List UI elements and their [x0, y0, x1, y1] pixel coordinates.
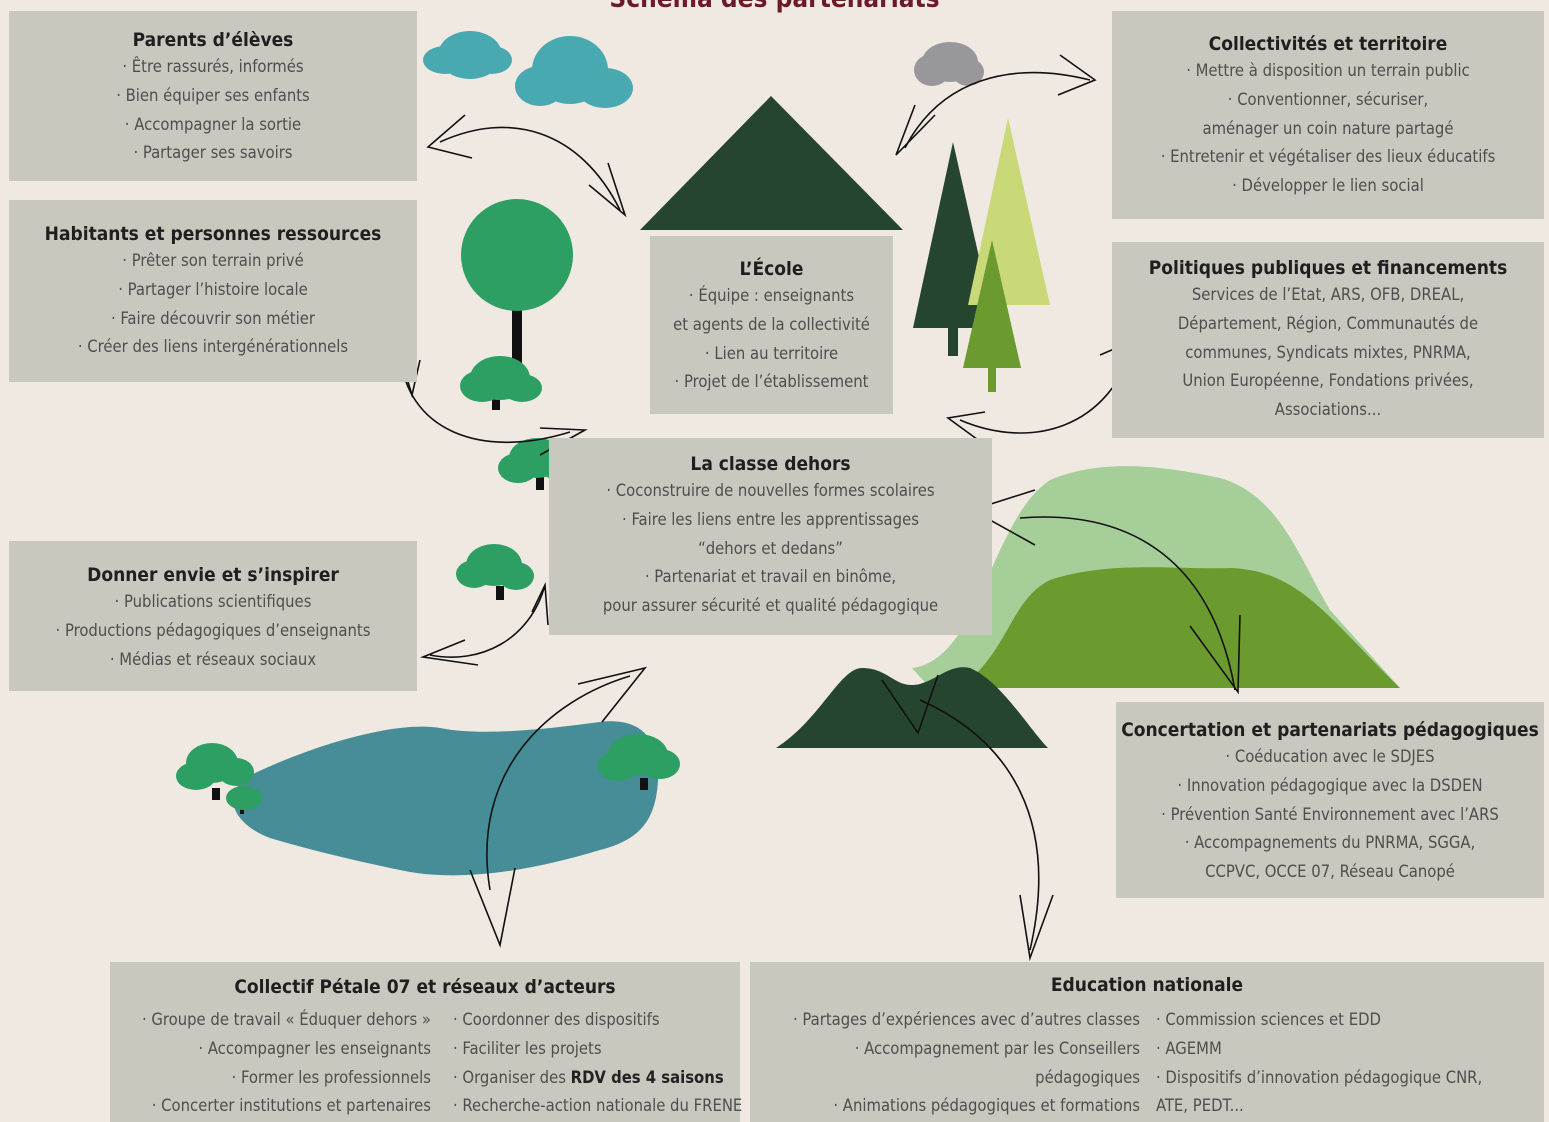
lake — [233, 721, 659, 876]
list-item: · Accompagnement par les Conseillers — [854, 1038, 1140, 1058]
list-item: · Concerter institutions et partenaires — [151, 1096, 431, 1116]
list-item: et agents de la collectivité — [673, 314, 870, 334]
list-item: · Développer le lien social — [1232, 176, 1424, 196]
list-item: · Accompagner la sortie — [124, 114, 302, 134]
list-item: · Coéducation avec le SDJES — [1225, 747, 1435, 766]
petale-right-column: · Coordonner des dispositifs · Faciliter… — [453, 1006, 742, 1121]
list-item: · Publications scientifiques — [114, 592, 312, 611]
list-item: · Dispositifs d’innovation pédagogique C… — [1156, 1067, 1483, 1087]
list-item: Associations... — [1274, 400, 1382, 420]
box-heading: Politiques publiques et financements — [1148, 257, 1508, 279]
list-item: · Innovation pédagogique avec la DSDEN — [1177, 775, 1483, 795]
school-roof — [640, 96, 903, 230]
list-item: · Lien au territoire — [704, 343, 839, 363]
box-heading: Education nationale — [1050, 974, 1244, 996]
list-item: · Créer des liens intergénérationnels — [77, 337, 349, 357]
box-heading: Habitants et personnes ressources — [44, 223, 382, 245]
list-item: · Conventionner, sécuriser, — [1227, 89, 1429, 109]
list-item: · AGEMM — [1156, 1038, 1222, 1058]
box-petale: Collectif Pétale 07 et réseaux d’acteurs… — [110, 962, 742, 1122]
list-item: · Organiser des RDV des 4 saisons — [453, 1064, 742, 1093]
list-item: Services de l’Etat, ARS, OFB, DREAL, — [1191, 285, 1465, 304]
box-collectivites: Collectivités et territoire · Mettre à d… — [1112, 11, 1544, 219]
list-item: ATE, PEDT... — [1156, 1096, 1244, 1116]
list-item: pour assurer sécurité et qualité pédagog… — [602, 596, 939, 616]
rdv-highlight: RDV des 4 saisons — [570, 1067, 724, 1087]
diagram-title: Schéma des partenariats — [0, 0, 1549, 16]
box-heading: Collectif Pétale 07 et réseaux d’acteurs — [234, 976, 616, 998]
box-heading: Collectivités et territoire — [1208, 33, 1448, 55]
list-item: · Faire découvrir son métier — [110, 308, 315, 328]
list-item: · Prévention Santé Environnement avec l’… — [1161, 804, 1499, 824]
box-heading: L’École — [739, 258, 804, 280]
box-heading: Donner envie et s’inspirer — [87, 564, 339, 586]
conifer-trees — [913, 118, 1050, 392]
list-item: aménager un coin nature partagé — [1202, 118, 1454, 138]
list-item: · Équipe : enseignants — [688, 286, 855, 305]
list-item: · Faire les liens entre les apprentissag… — [622, 509, 919, 529]
list-item: · Accompagner les enseignants — [198, 1038, 431, 1058]
box-parents: Parents d’élèves · Être rassurés, inform… — [9, 11, 417, 181]
list-item: · Mettre à disposition un terrain public — [1186, 61, 1470, 80]
education-right-column: · Commission sciences et EDD · AGEMM · D… — [1156, 1006, 1482, 1121]
list-item: · Animations pédagogiques et formations — [833, 1096, 1140, 1116]
box-concertation: Concertation et partenariats pédagogique… — [1116, 702, 1544, 898]
list-item: · Commission sciences et EDD — [1156, 1010, 1381, 1029]
petale-left-column: · Groupe de travail « Éduquer dehors » ·… — [110, 1006, 431, 1121]
list-item: · Médias et réseaux sociaux — [109, 649, 317, 669]
list-item: · Partenariat et travail en binôme, — [644, 567, 897, 587]
list-item: · Faciliter les projets — [453, 1038, 602, 1058]
list-item: · Coconstruire de nouvelles formes scola… — [606, 481, 935, 500]
box-habitants: Habitants et personnes ressources · Prêt… — [9, 200, 417, 382]
list-item: communes, Syndicats mixtes, PNRMA, — [1185, 342, 1471, 362]
list-item: · Productions pédagogiques d’enseignants — [55, 620, 371, 640]
list-item: · Groupe de travail « Éduquer dehors » — [141, 1010, 431, 1029]
box-inspirer: Donner envie et s’inspirer · Publication… — [9, 541, 417, 691]
round-tree — [461, 199, 573, 370]
list-item: · Entretenir et végétaliser des lieux éd… — [1160, 147, 1496, 167]
list-item: · Former les professionnels — [231, 1067, 431, 1087]
box-education-nationale: Education nationale · Partages d’expérie… — [750, 962, 1544, 1122]
box-politiques: Politiques publiques et financements Ser… — [1112, 242, 1544, 438]
list-item: · Prêter son terrain privé — [122, 251, 304, 270]
education-left-column: · Partages d’expériences avec d’autres c… — [750, 1006, 1140, 1121]
list-item: Département, Région, Communautés de — [1177, 313, 1479, 333]
box-heading: La classe dehors — [690, 453, 851, 475]
hills — [776, 466, 1400, 748]
list-item: · Accompagnements du PNRMA, SGGA, — [1184, 833, 1476, 853]
list-item: · Bien équiper ses enfants — [116, 85, 310, 105]
list-item: · Partager ses savoirs — [133, 143, 293, 163]
list-item: · Partages d’expériences avec d’autres c… — [793, 1010, 1140, 1029]
list-item: pédagogiques — [1035, 1067, 1140, 1087]
box-heading: Parents d’élèves — [132, 29, 294, 51]
list-item: · Être rassurés, informés — [122, 57, 304, 76]
box-classe-dehors: La classe dehors · Coconstruire de nouve… — [549, 438, 992, 635]
list-item: · Coordonner des dispositifs — [453, 1010, 660, 1029]
grey-cloud — [914, 42, 984, 86]
box-heading: Concertation et partenariats pédagogique… — [1121, 719, 1539, 741]
list-item: · Recherche-action nationale du FRENE — [453, 1096, 743, 1116]
list-item: Union Européenne, Fondations privées, — [1182, 371, 1474, 391]
list-item-text: · Organiser des — [453, 1067, 571, 1087]
list-item: “dehors et dedans” — [698, 538, 843, 558]
list-item: CCPVC, OCCE 07, Réseau Canopé — [1205, 862, 1455, 882]
list-item: · Partager l’histoire locale — [118, 279, 308, 299]
list-item: · Projet de l’établissement — [674, 372, 869, 392]
teal-clouds — [423, 31, 633, 108]
box-ecole: L’École · Équipe : enseignants et agents… — [650, 236, 893, 414]
